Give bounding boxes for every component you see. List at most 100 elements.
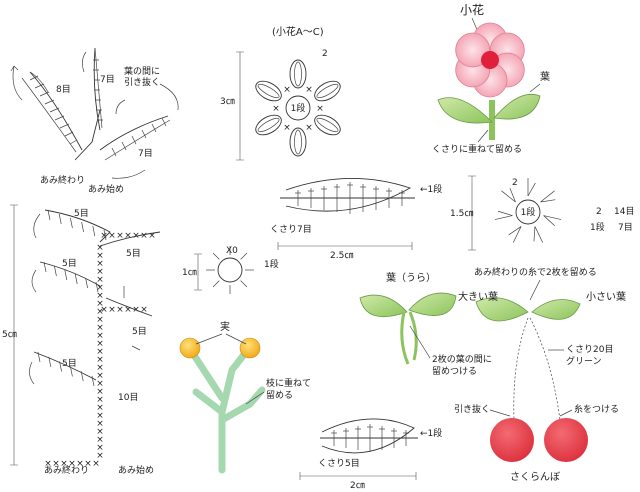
- star-table-r1c1: 2: [596, 207, 602, 217]
- branch-main-count-2: 5目: [126, 248, 141, 259]
- cherry-big-leaf-label: 大きい葉: [458, 290, 498, 303]
- petal-bobble-inner: [316, 83, 339, 99]
- leaf-stitch: [59, 361, 62, 372]
- chain-mark: ×: [272, 104, 280, 114]
- flower-leaf-label: 葉: [540, 70, 550, 83]
- star-ray: [534, 226, 544, 243]
- flower-name: 小花: [460, 2, 484, 17]
- branch-top-end-label: あみ終わり: [40, 174, 85, 186]
- pink-flower-illustration: 小花 葉 くさりに重ねて留める: [432, 2, 550, 155]
- star-table-r2c2: 7目: [618, 222, 633, 233]
- stem-stitch: ×: [96, 419, 104, 429]
- stem-stitch: ×: [96, 371, 104, 381]
- leaf-pair-note-2: 留めつける: [432, 365, 477, 377]
- stem-stitch: ×: [96, 291, 104, 301]
- star-size: 1.5㎝: [450, 209, 473, 219]
- cherry-big-leaf: [475, 297, 529, 322]
- star-rays: [494, 178, 562, 243]
- branch-main-count-5: 5目: [62, 358, 77, 369]
- stem-stitch: ×: [96, 427, 104, 437]
- cherry-chart-stitches: [331, 424, 409, 452]
- cherry-left: [490, 418, 534, 462]
- leaf-stitch: [70, 217, 73, 229]
- berry-ray: [240, 252, 248, 260]
- chain-mark: ×: [305, 123, 313, 133]
- stem-stitch: ×: [96, 451, 104, 461]
- cherry-thread-label: 糸をつける: [574, 403, 619, 415]
- branch-top-count-7a: 7目: [100, 74, 115, 85]
- petal-bobble-inner: [257, 117, 280, 133]
- berry-note-1: 枝に重ねて: [266, 377, 311, 389]
- berry-note-2: 留める: [266, 389, 293, 401]
- leaf-stitch: [58, 213, 62, 225]
- branch-main-end-label: あみ終わり: [44, 464, 89, 476]
- stem-stitch: ×: [96, 435, 104, 445]
- petal-bobble-inner: [316, 117, 339, 133]
- leaf-stitch: [91, 375, 95, 387]
- stem-stitch: ×: [108, 231, 116, 241]
- star-ray: [508, 226, 522, 236]
- leaf-stitch: [64, 269, 68, 281]
- leaf-pair-note-1: 2枚の葉の間に: [432, 353, 492, 365]
- cherry-chart: ←1段 くさり5目 2㎝: [299, 418, 442, 491]
- leaf-chart: ←1段 くさり7目 2.5㎝: [270, 178, 442, 261]
- leaf-stitch: [47, 209, 51, 221]
- leaf-stitch: [70, 366, 73, 377]
- leaf-chart-chain-label: くさり7目: [270, 224, 312, 235]
- stem-stitch: ×: [116, 231, 124, 241]
- flower-leaf-left: [437, 97, 493, 124]
- stem-stitch: ×: [124, 231, 132, 241]
- cherry-chart-round: ←1段: [420, 427, 442, 439]
- branch-main-count-3: 5目: [62, 258, 77, 269]
- stem-stitch: ×: [140, 305, 148, 315]
- stem-stitch: ×: [96, 403, 104, 413]
- cherry-chart-chain-label: くさり5目: [318, 458, 360, 469]
- stem-stitch: ×: [96, 395, 104, 405]
- leaf-stitch: [81, 221, 84, 233]
- petal-bobble-inner: [294, 129, 302, 155]
- stem-stitch: ×: [96, 283, 104, 293]
- stem-stitch: ×: [96, 299, 104, 309]
- stem-stitch: ×: [52, 459, 60, 469]
- small-flower-chart: (小花A～C) 1段 2 ×××××× 3㎝: [220, 25, 341, 161]
- berry-size: 1㎝: [182, 268, 197, 278]
- stem-stitch: ×: [68, 459, 76, 469]
- stem-stitch: ×: [96, 443, 104, 453]
- star-ray: [497, 210, 513, 216]
- stem-stitch: ×: [96, 363, 104, 373]
- small-flower-petals: ××××××: [255, 59, 341, 157]
- cherry-right: [544, 418, 588, 462]
- leaf-stitch: [85, 277, 88, 289]
- stem-stitch: ×: [124, 305, 132, 315]
- berry-ray: [240, 280, 248, 288]
- leaf-stitch: [74, 273, 78, 285]
- branch-main-size: 5㎝: [2, 330, 17, 340]
- small-flower-round2: 2: [322, 49, 328, 59]
- cherry-chain-note-2: グリーン: [566, 355, 602, 367]
- leaf-chart-stitches: [295, 182, 405, 214]
- leaf-stitch: [48, 356, 52, 367]
- stem-stitch: ×: [148, 231, 156, 241]
- star-round1: 1段: [521, 206, 536, 218]
- star-ray: [543, 215, 555, 226]
- cherry-chain-note-1: くさり20目: [566, 344, 613, 355]
- stem-stitch: ×: [108, 305, 116, 315]
- berry-rays: [206, 246, 254, 294]
- star-ray: [540, 190, 555, 203]
- berry-motif-chart: 1㎝ 1段 X0: [182, 246, 279, 294]
- leaf-stitch: [54, 265, 57, 277]
- stem-stitch: ×: [96, 267, 104, 277]
- star-table-r2c1: 1段: [590, 221, 605, 233]
- cherry-illustration: あみ終わりの糸で2枚を留める 大きい葉 小さい葉 くさり20目 グリーン 引き抜…: [454, 266, 626, 483]
- leaf-stitch: [43, 261, 47, 273]
- small-flower-title: (小花A～C): [272, 25, 324, 38]
- berry-round: 1段: [264, 258, 279, 270]
- branch-main-count-1: 5目: [74, 208, 89, 219]
- berry-label: 実: [220, 320, 230, 333]
- star-ray: [512, 226, 522, 243]
- stem-stitch: ×: [96, 275, 104, 285]
- leaf-chart-size: 2.5㎝: [330, 251, 353, 261]
- stem-stitch: ×: [96, 347, 104, 357]
- petal-bobble-inner: [257, 83, 280, 99]
